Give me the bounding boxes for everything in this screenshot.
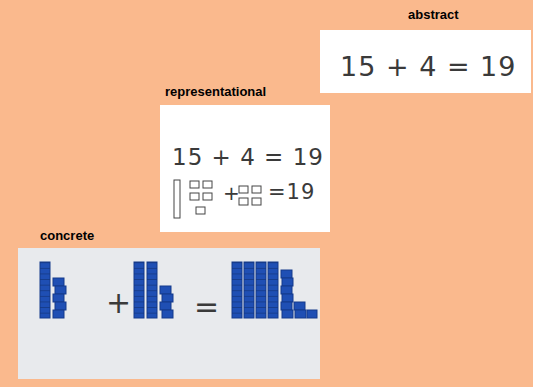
handwritten-equation: 15 + 4 = 19 [172, 145, 324, 170]
panel-heading: abstract [408, 8, 459, 22]
example-panel: abstract15 + 4 = 19 [320, 30, 531, 93]
photo-panel: concrete+= [18, 248, 320, 379]
handwritten-equation: 15 + 4 = 19 [340, 52, 516, 82]
base-ten-blocks [40, 262, 317, 318]
handwritten-equation: =19 [268, 181, 315, 204]
example-panel: representational15 + 4 = 19+=19 [160, 105, 330, 232]
panel-heading: representational [165, 85, 266, 99]
handwritten-equation: + [223, 182, 241, 204]
handwritten-equation: + [106, 286, 132, 319]
panel-heading: concrete [40, 229, 94, 243]
sketch [174, 180, 261, 218]
handwritten-equation: = [194, 290, 220, 323]
